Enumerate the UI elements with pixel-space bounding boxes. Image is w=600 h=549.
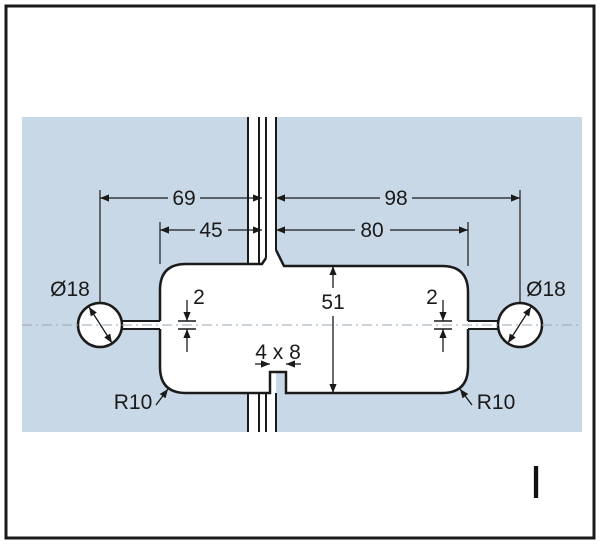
dim-notch: 4 x 8 — [255, 341, 301, 364]
dim-overall-right: 98 — [384, 187, 407, 210]
dim-overall-left: 69 — [172, 187, 195, 210]
dim-cutout-left: 45 — [199, 219, 222, 242]
dim-hole-right: Ø18 — [526, 278, 566, 301]
hinge-cutout — [119, 117, 503, 432]
dimension-lines — [88, 194, 532, 406]
dim-slot-left: 2 — [193, 286, 205, 309]
gap-lines — [247, 117, 277, 432]
variant-mark: I — [530, 456, 543, 508]
cutout-outline — [158, 249, 470, 395]
dim-radius-right: R10 — [477, 391, 516, 414]
dim-cutout-right: 80 — [360, 219, 383, 242]
dim-hole-left: Ø18 — [50, 278, 90, 301]
dim-cutout-height: 51 — [321, 291, 344, 314]
dim-radius-left: R10 — [114, 391, 153, 414]
slot-outlines — [120, 320, 502, 330]
dim-slot-right: 2 — [426, 286, 438, 309]
